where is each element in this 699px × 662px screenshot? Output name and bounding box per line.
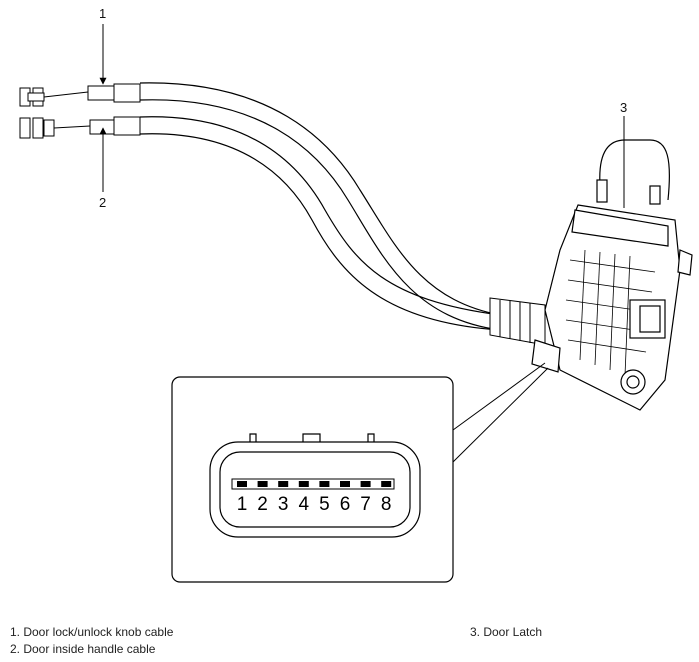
pin-terminal-5 bbox=[319, 481, 330, 487]
pin-terminals bbox=[237, 481, 392, 487]
inside-handle-cable-end bbox=[19, 116, 141, 139]
legend-item-inside-handle-cable: 2. Door inside handle cable bbox=[10, 642, 156, 656]
inside-handle-cable bbox=[139, 116, 501, 331]
legend-left: 1. Door lock/unlock knob cable 2. Door i… bbox=[10, 624, 173, 658]
callout-2-label: 2 bbox=[99, 195, 106, 210]
pin-terminal-3 bbox=[278, 481, 289, 487]
pin-label-8: 8 bbox=[381, 494, 392, 515]
callout-3-label: 3 bbox=[620, 100, 627, 115]
pin-label-4: 4 bbox=[299, 494, 310, 515]
pin-label-7: 7 bbox=[360, 494, 371, 515]
pin-strip bbox=[231, 478, 395, 490]
pin-terminal-7 bbox=[360, 481, 371, 487]
cable-boot bbox=[489, 297, 546, 346]
zoom-leader bbox=[452, 362, 549, 463]
lock-knob-cable-end bbox=[19, 83, 141, 107]
pin-label-3: 3 bbox=[278, 494, 289, 515]
pin-terminal-4 bbox=[298, 481, 309, 487]
pin-label-5: 5 bbox=[319, 494, 330, 515]
pin-label-6: 6 bbox=[340, 494, 351, 515]
lock-knob-cable bbox=[139, 82, 501, 331]
legend-item-door-latch: 3. Door Latch bbox=[470, 625, 543, 639]
pin-terminal-8 bbox=[381, 481, 392, 487]
pin-terminal-6 bbox=[340, 481, 350, 487]
callout-1-label: 1 bbox=[99, 6, 106, 21]
pin-label-1: 1 bbox=[237, 494, 248, 515]
pin-label-2: 2 bbox=[257, 494, 268, 515]
pin-terminal-2 bbox=[257, 481, 268, 487]
legend-right: 3. Door Latch bbox=[470, 624, 542, 641]
connector bbox=[209, 433, 421, 538]
pin-terminal-1 bbox=[237, 481, 247, 487]
legend-item-lock-knob-cable: 1. Door lock/unlock knob cable bbox=[10, 625, 174, 639]
door-latch bbox=[531, 139, 693, 411]
